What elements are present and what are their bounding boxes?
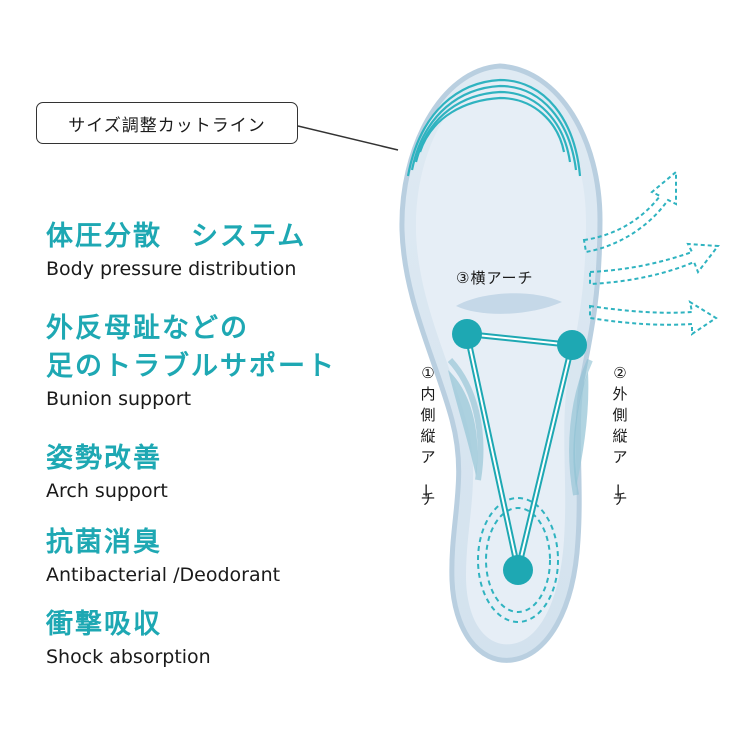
metatarsal-pad xyxy=(456,293,562,314)
lateral-arch-pad xyxy=(573,372,589,488)
lateral-arch-shade xyxy=(569,358,593,496)
feature-jp: 体圧分散 システム xyxy=(46,221,307,252)
feature-jp: 衝撃吸収 xyxy=(46,609,162,640)
feature-arch: 姿勢改善 Arch support xyxy=(46,440,168,504)
heel-cushion xyxy=(477,497,559,623)
feature-en: Arch support xyxy=(46,480,168,502)
feature-bunion: 外反母趾などの 足のトラブルサポート Bunion support xyxy=(46,310,336,412)
arrow-top xyxy=(582,169,677,254)
feature-shock: 衝撃吸収 Shock absorption xyxy=(46,606,211,670)
feature-jp: 姿勢改善 xyxy=(46,443,162,474)
callout-text: サイズ調整カットライン xyxy=(68,115,266,136)
arrow-bottom xyxy=(589,299,718,336)
feature-en: Body pressure distribution xyxy=(46,258,297,280)
insole-inner xyxy=(415,80,586,645)
feature-en: Bunion support xyxy=(46,388,192,410)
callout-leader-line xyxy=(297,125,399,151)
arch-triangle xyxy=(452,319,587,585)
feature-jp-line1: 外反母趾などの xyxy=(46,313,249,344)
medial-arch-shade xyxy=(447,357,484,481)
size-cut-line-callout: サイズ調整カットライン xyxy=(36,102,298,144)
feature-jp: 抗菌消臭 xyxy=(46,527,162,558)
arch-point-heel xyxy=(503,555,533,585)
label-transverse-arch: ③横アーチ xyxy=(456,269,534,287)
arrow-middle xyxy=(589,242,720,286)
feature-en: Shock absorption xyxy=(46,646,211,668)
medial-arch-pad xyxy=(448,370,478,476)
size-cut-lines xyxy=(406,78,582,177)
arch-point-lateral xyxy=(557,330,587,360)
arch-point-medial xyxy=(452,319,482,349)
feature-jp-line2: 足のトラブルサポート xyxy=(46,351,336,382)
feature-body-pressure: 体圧分散 システム Body pressure distribution xyxy=(46,218,306,282)
feature-en: Antibacterial /Deodorant xyxy=(46,564,281,586)
feature-antibacterial: 抗菌消臭 Antibacterial /Deodorant xyxy=(46,524,280,588)
dispersion-arrows xyxy=(582,169,720,336)
